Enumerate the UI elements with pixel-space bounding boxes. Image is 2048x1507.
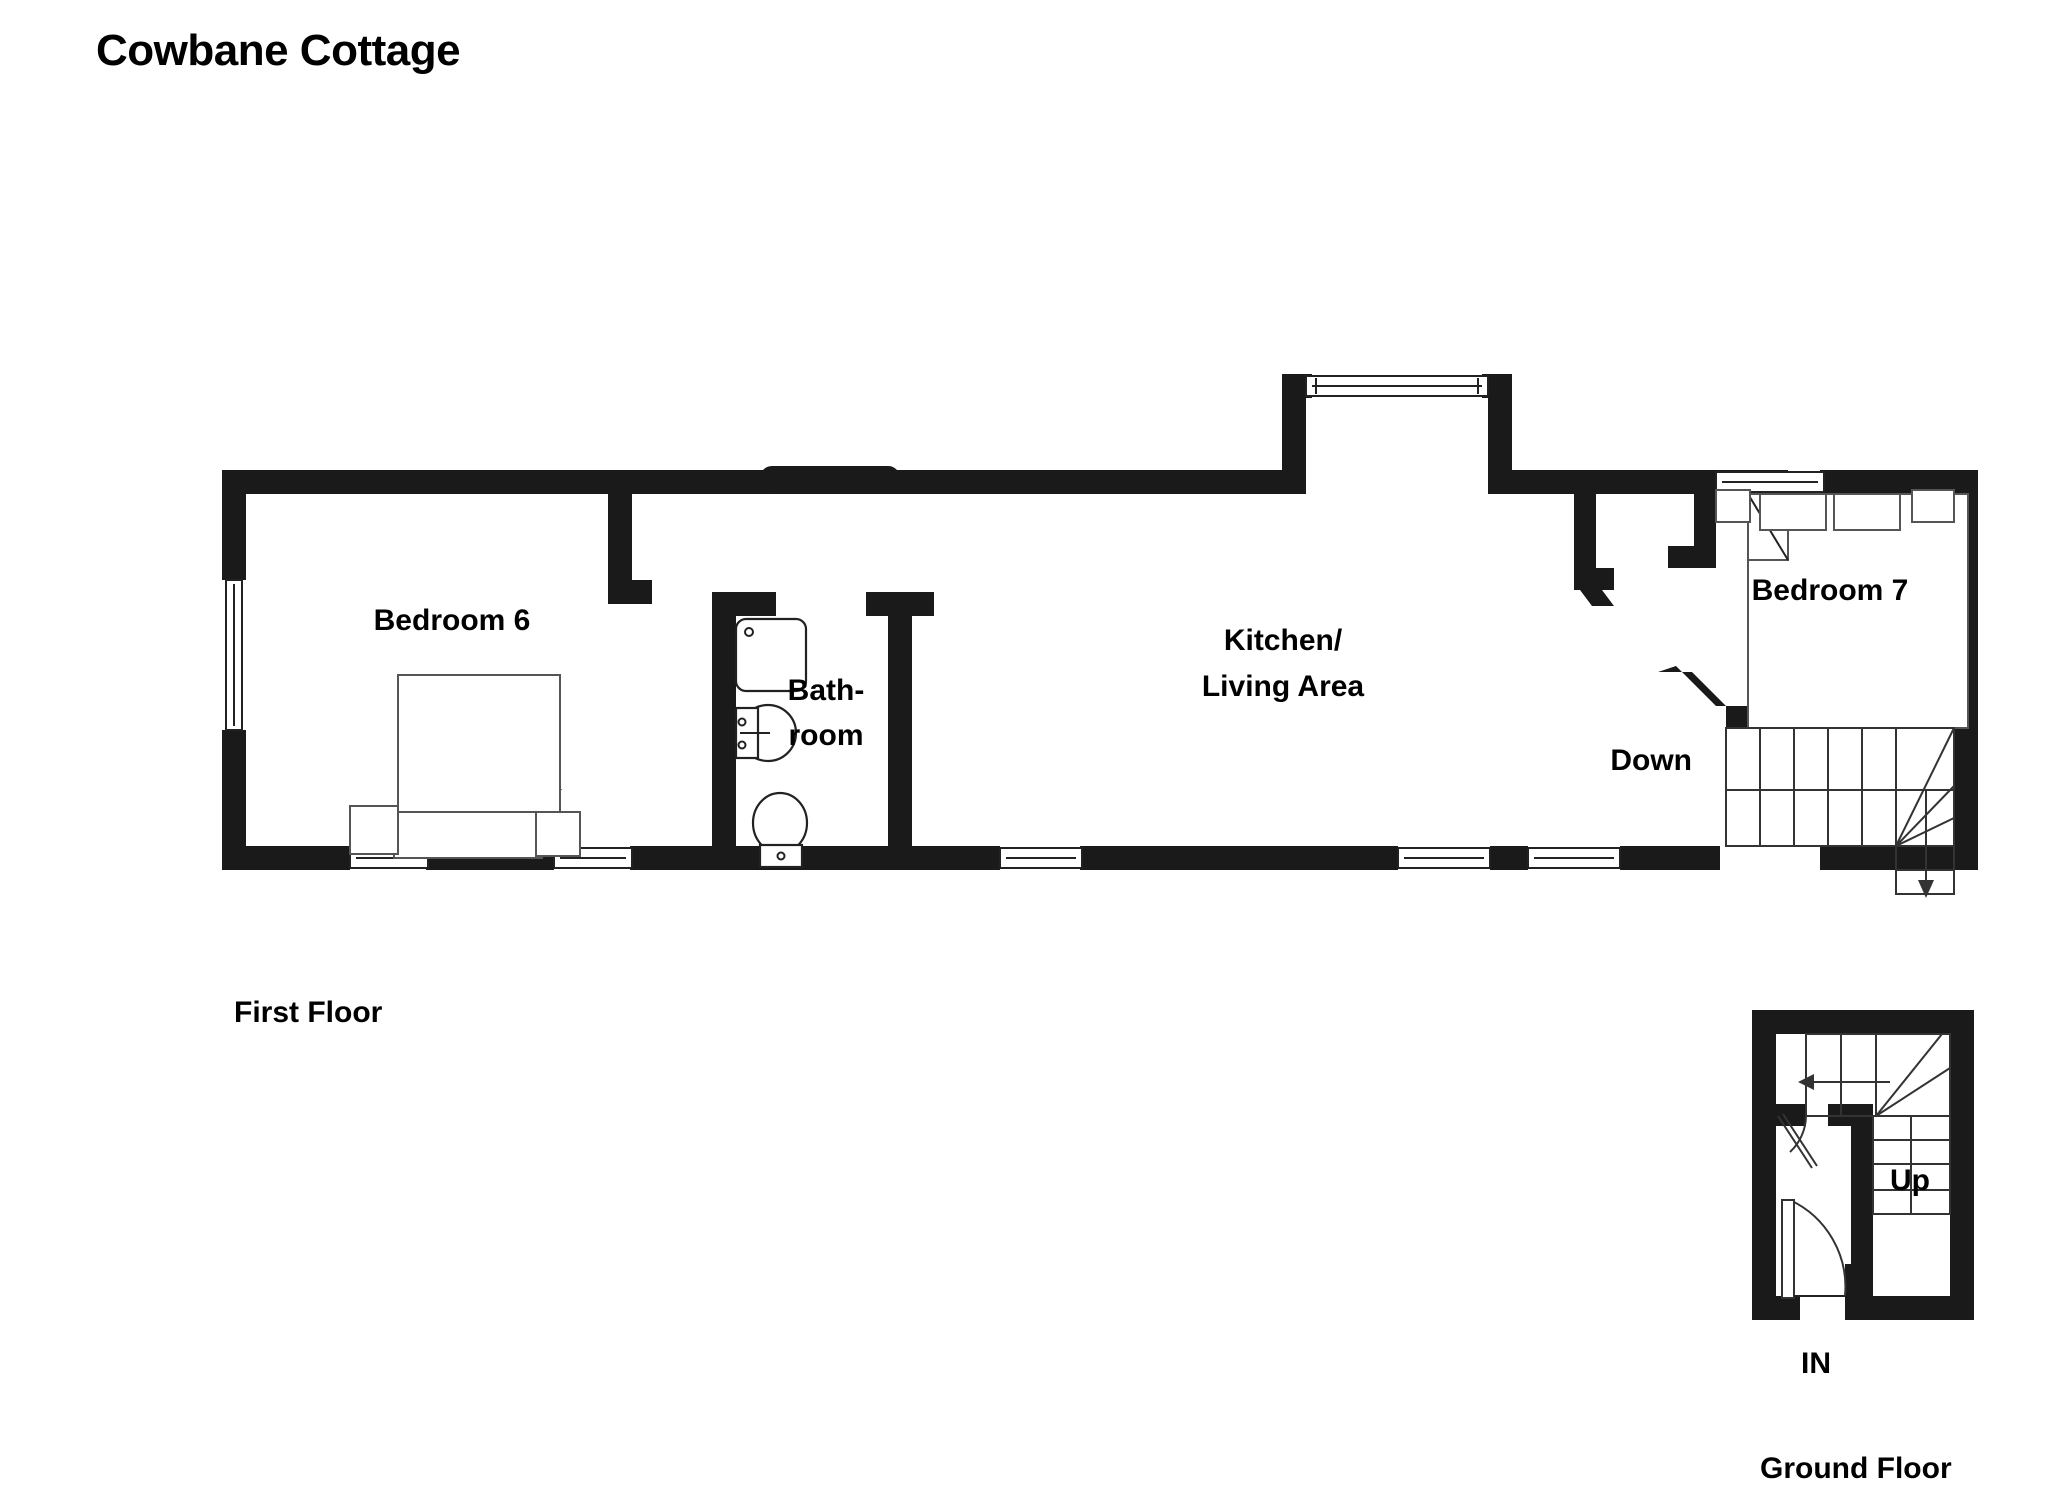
wall-ground-partition [1851, 1104, 1873, 1264]
wall-ground-door-jamb [1776, 1104, 1806, 1126]
wall-landing-left [1574, 494, 1596, 590]
room-label-kitchen-line2: Living Area [1202, 670, 1365, 703]
wall-bottom-cap [1640, 846, 1720, 870]
wall-landing-right-foot [1668, 546, 1716, 568]
nightstand-bedroom6 [349, 805, 399, 855]
pillow-bedroom7-left [1759, 493, 1827, 531]
first-floor-walls [222, 374, 1978, 870]
window-left-exterior [225, 579, 243, 731]
wall-ground-right [1950, 1010, 1974, 1320]
wall-ground-top [1752, 1010, 1974, 1034]
room-label-bathroom-line1: Bath- [788, 674, 865, 707]
bedroom6-furniture [349, 674, 581, 859]
wall-top-left [222, 470, 1282, 494]
window-bottom-5 [1527, 847, 1621, 869]
wall-ground-partition-foot [1845, 1264, 1873, 1296]
window-bottom-4 [1397, 847, 1491, 869]
bed-base-bedroom6 [393, 811, 543, 859]
wall-bottom-seg3 [630, 846, 1000, 870]
wall-bottom-seg5 [1490, 846, 1528, 870]
entrance-label-in: IN [1801, 1347, 1831, 1380]
wall-bedroom6-divider-foot [608, 580, 652, 604]
staircase-up [1798, 1033, 1951, 1215]
shower-tray [734, 617, 808, 693]
wall-bottom-seg1 [222, 846, 350, 870]
page-title: Cowbane Cottage [96, 26, 461, 75]
staircase-down [1725, 727, 1955, 898]
first-floor-plan: Bedroom 6 Bath- room Kitchen/ Living Are… [222, 374, 1978, 1029]
stairs-label-down: Down [1610, 744, 1692, 777]
window-bottom-3 [999, 847, 1083, 869]
stair-arrow-up-icon [1798, 1074, 1880, 1090]
floor-label-first: First Floor [234, 996, 383, 1029]
bathroom-fixtures [734, 617, 809, 869]
nightstand-bedroom7-right [1911, 489, 1955, 523]
interior-door-ground [1777, 1113, 1818, 1169]
wall-ground-bottom-left [1752, 1296, 1800, 1320]
washbasin [734, 703, 798, 763]
bedroom7-furniture [1715, 489, 1969, 729]
wall-landing-angle [1574, 582, 1614, 606]
ground-floor-plan: Up IN Ground Floor [1752, 1010, 1974, 1485]
wall-left-upper [222, 470, 246, 580]
entrance-door-ground [1781, 1199, 1847, 1299]
wall-bathroom-top-right [866, 592, 934, 616]
stair-arrow-down-icon [1918, 790, 1934, 898]
toilet [751, 791, 809, 869]
window-bedroom7-top [1715, 471, 1825, 493]
room-label-bathroom-line2: room [789, 719, 864, 752]
wall-cap-bathroom-top [760, 466, 900, 492]
room-label-kitchen-line1: Kitchen/ [1224, 624, 1343, 657]
room-label-bedroom6: Bedroom 6 [374, 604, 531, 637]
wall-bottom-seg7 [1820, 846, 1978, 870]
stairs-label-up: Up [1890, 1164, 1930, 1197]
wall-ground-left [1752, 1010, 1776, 1320]
sidetable-bedroom6 [535, 811, 581, 857]
nightstand-bedroom7-left [1715, 489, 1751, 523]
wall-bathroom-top-left [712, 592, 776, 616]
wall-ground-bottom-right [1845, 1296, 1974, 1320]
stair-upper-run-up [1805, 1033, 1951, 1117]
wall-bottom-seg4 [1080, 846, 1398, 870]
pillow-bedroom7-right [1833, 493, 1901, 531]
entrance-door-leaf [1781, 1199, 1795, 1299]
bed-frame-bedroom6 [397, 674, 561, 813]
wall-bathroom-right [888, 592, 912, 850]
first-floor-windows [225, 375, 1825, 870]
wall-bathroom-left [712, 592, 736, 850]
shower-drain-icon [744, 627, 754, 637]
room-label-bedroom7: Bedroom 7 [1752, 574, 1909, 607]
floor-label-ground: Ground Floor [1760, 1452, 1952, 1485]
window-alcove-top [1305, 375, 1489, 397]
